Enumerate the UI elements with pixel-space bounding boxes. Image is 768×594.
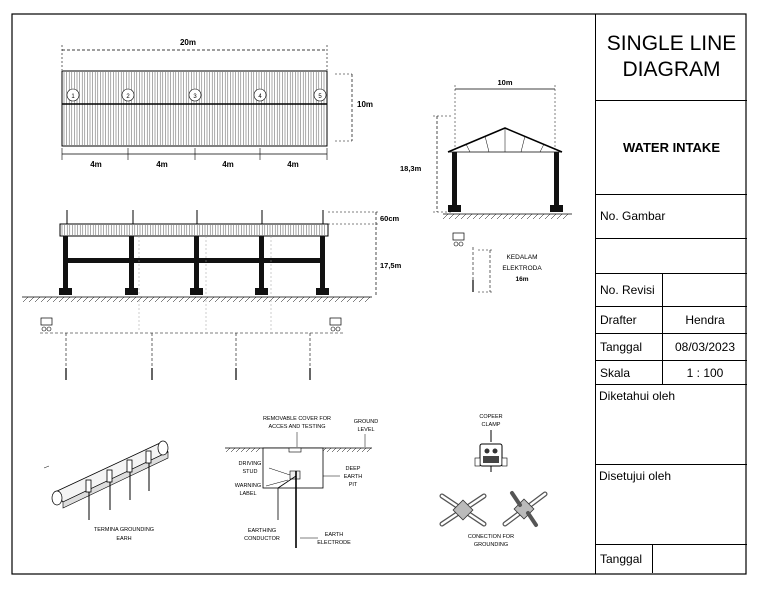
electrode-note: KEDALAM	[506, 254, 537, 261]
blank-row	[596, 239, 747, 274]
top-view-plan: 20m 1 2 3 4 5 10m 4m 4m	[61, 38, 373, 169]
drafter-row: Drafter Hendra	[596, 307, 747, 334]
project-name: WATER INTAKE	[596, 100, 747, 195]
no-gambar-row: No. Gambar	[596, 194, 747, 239]
grounding-pit-icon	[40, 317, 342, 332]
dim-length-label: 20m	[180, 38, 196, 47]
removable-cover-label: REMOVABLE COVER FOR	[263, 416, 331, 422]
skala-row: Skala 1 : 100	[596, 361, 747, 385]
connection-label: GROUNDING	[474, 542, 508, 548]
diketahui-label: Diketahui oleh	[599, 389, 676, 403]
roof-plan	[61, 70, 328, 147]
terminal-label: EARH	[116, 536, 131, 542]
warning-label: LABEL	[239, 491, 256, 497]
outer-frame	[11, 13, 747, 575]
connection-label: CONECTION FOR	[468, 534, 514, 540]
grounding-pit-icon	[452, 232, 465, 241]
pole-number: 4	[258, 94, 262, 100]
diketahui-box: Diketahui oleh	[596, 385, 747, 465]
terminal-grounding-detail: TERMINA GROUNDING EARH	[43, 440, 169, 542]
pole-number: 3	[193, 94, 197, 100]
clamp-label: COPEER	[479, 414, 502, 420]
skala-label: Skala	[600, 365, 631, 380]
tanggal-bottom-label: Tanggal	[600, 552, 643, 566]
spacing-label: 4m	[287, 160, 299, 169]
electrode-note: 16m	[515, 276, 528, 283]
title-line-1: SINGLE LINE	[606, 32, 737, 55]
pole-number: 5	[318, 94, 322, 100]
ground-level-label: LEVEL	[357, 427, 374, 433]
no-revisi-row: No. Revisi	[596, 274, 747, 307]
driving-stud-label: DRIVING	[239, 461, 262, 467]
earthing-conductor-label: EARTHING	[248, 528, 276, 534]
skala-value: 1 : 100	[662, 361, 747, 384]
earth-electrode-label: ELECTRODE	[317, 540, 351, 546]
ground-level-label: GROUND	[354, 419, 378, 425]
removable-cover-label: ACCES AND TESTING	[268, 424, 325, 430]
deep-earth-pit-label: DEEP	[346, 466, 361, 472]
pole-markers: 1 2 3 4 5	[66, 88, 327, 102]
drafter-value: Hendra	[662, 307, 747, 333]
front-view-elevation: 60cm 17,5m	[22, 210, 402, 380]
drafter-label: Drafter	[600, 313, 637, 327]
spacing-label: 4m	[156, 160, 168, 169]
electrode-note: ELEKTRODA	[502, 265, 542, 272]
driving-stud-label: STUD	[243, 469, 258, 475]
tanggal-value: 08/03/2023	[662, 334, 747, 360]
drawing-title: SINGLE LINE DIAGRAM	[596, 14, 747, 101]
terminal-label: TERMINA GROUNDING	[94, 527, 154, 533]
earth-pit-detail: REMOVABLE COVER FOR ACCES AND TESTING GR…	[225, 416, 378, 548]
clamp-label: CLAMP	[482, 422, 501, 428]
title-block: SINGLE LINE DIAGRAM WATER INTAKE No. Gam…	[595, 14, 747, 574]
warning-label: WARNING	[235, 483, 261, 489]
spacing-label: 4m	[90, 160, 102, 169]
pole-number: 1	[71, 94, 75, 100]
dim-width-label: 10m	[357, 100, 373, 109]
deep-earth-pit-label: PIT	[349, 482, 358, 488]
earth-electrode-label: EARTH	[325, 532, 344, 538]
dim-top-label: 60cm	[380, 214, 400, 223]
side-dim-height-label: 18,3m	[400, 164, 422, 173]
title-line-2: DIAGRAM	[622, 58, 721, 81]
deep-earth-pit-label: EARTH	[344, 474, 363, 480]
no-revisi-value	[662, 274, 747, 306]
disetujui-label: Disetujui oleh	[599, 469, 672, 483]
tanggal-label: Tanggal	[600, 340, 643, 354]
tanggal-bottom-value	[652, 545, 747, 573]
spacing-label: 4m	[222, 160, 234, 169]
earthing-conductor-label: CONDUCTOR	[244, 536, 280, 542]
disetujui-box: Disetujui oleh	[596, 465, 747, 545]
side-view-elevation: 10m 18,3m KEDALAM ELEKTRODA 1	[400, 78, 572, 293]
pole-number: 2	[126, 94, 130, 100]
no-revisi-label: No. Revisi	[600, 283, 655, 297]
side-dim-width-label: 10m	[497, 78, 512, 87]
copper-clamp-detail: COPEER CLAMP	[474, 414, 508, 472]
tanggal-row: Tanggal 08/03/2023	[596, 334, 747, 361]
no-gambar-label: No. Gambar	[600, 209, 666, 223]
tanggal-bottom-row: Tanggal	[596, 545, 747, 573]
grounding-connection-detail: CONECTION FOR GROUNDING	[439, 491, 548, 548]
dim-height-label: 17,5m	[380, 261, 402, 270]
